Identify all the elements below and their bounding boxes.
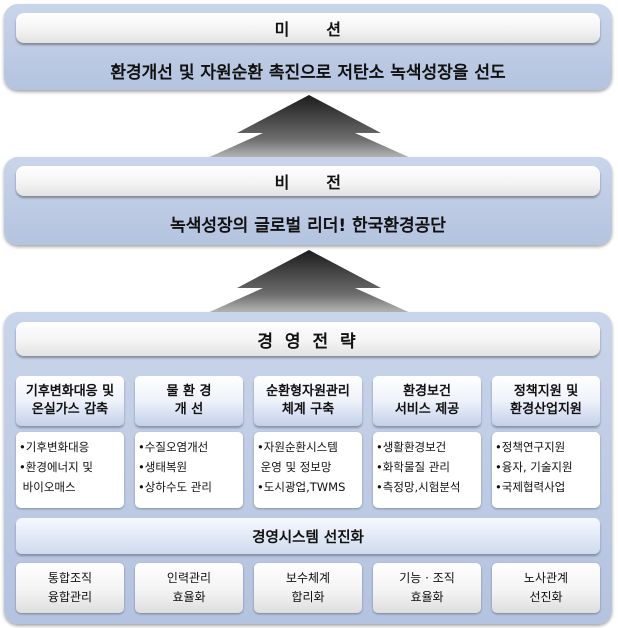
list-item: •기후변화대응 [19,440,90,454]
system-box-compensation: 보수체계 합리화 [254,563,362,613]
system-box-organization: 기능 · 조직 효율화 [373,563,481,613]
system-box-hr: 인력관리 효율화 [135,563,243,613]
list-item: •융자, 기술지원 [495,460,573,474]
list-item: •측정망,시험분석 [376,480,461,494]
strategy-panel: 경 영 전 략 기후변화대응 및 온실가스 감축 물 환 경 개 선 순환형자원… [4,312,612,624]
up-arrow-icon [205,95,413,159]
list-item: 운영 및 정보망 [257,460,332,474]
vision-panel: 비 전 녹색성장의 글로벌 리더! 한국환경공단 [4,157,612,245]
list-item: •생활환경보건 [376,440,447,454]
list-item: •도시광업,TWMS [257,480,346,494]
management-system-title: 경영시스템 선진화 [16,518,600,554]
strategy-head-policy: 정책지원 및 환경산업지원 [492,376,600,426]
strategy-head-resource: 순환형자원관리 체계 구축 [254,376,362,426]
list-item: •화학물질 관리 [376,460,450,474]
strategy-head-water: 물 환 경 개 선 [135,376,243,426]
mission-text: 환경개선 및 자원순환 촉진으로 저탄소 녹색성장을 선도 [110,63,506,83]
strategy-head-health: 환경보건 서비스 제공 [373,376,481,426]
system-box-labor: 노사관계 선진화 [492,563,600,613]
up-arrow-icon [205,250,413,314]
list-item: •수질오염개선 [138,440,209,454]
strategy-items-resource: •자원순환시스템 운영 및 정보망 •도시광업,TWMS [254,432,362,508]
list-item: 바이오매스 [19,480,76,494]
strategy-title: 경 영 전 략 [16,322,600,356]
strategy-head-climate: 기후변화대응 및 온실가스 감축 [16,376,124,426]
list-item: •생태복원 [138,460,188,474]
list-item: •국제협력사업 [495,480,566,494]
vision-title: 비 전 [16,166,600,196]
list-item: •상하수도 관리 [138,480,212,494]
strategy-items-climate: •기후변화대응 •환경에너지 및 바이오매스 [16,432,124,508]
vision-text: 녹색성장의 글로벌 리더! 한국환경공단 [170,216,446,236]
list-item: •정책연구지원 [495,440,566,454]
mission-title: 미 션 [16,13,600,43]
list-item: •환경에너지 및 [19,460,93,474]
list-item: •자원순환시스템 [257,440,338,454]
strategy-items-water: •수질오염개선 •생태복원 •상하수도 관리 [135,432,243,508]
strategy-items-policy: •정책연구지원 •융자, 기술지원 •국제협력사업 [492,432,600,508]
system-box-integration: 통합조직 융합관리 [16,563,124,613]
strategy-items-health: •생활환경보건 •화학물질 관리 •측정망,시험분석 [373,432,481,508]
mission-panel: 미 션 환경개선 및 자원순환 촉진으로 저탄소 녹색성장을 선도 [4,4,612,90]
